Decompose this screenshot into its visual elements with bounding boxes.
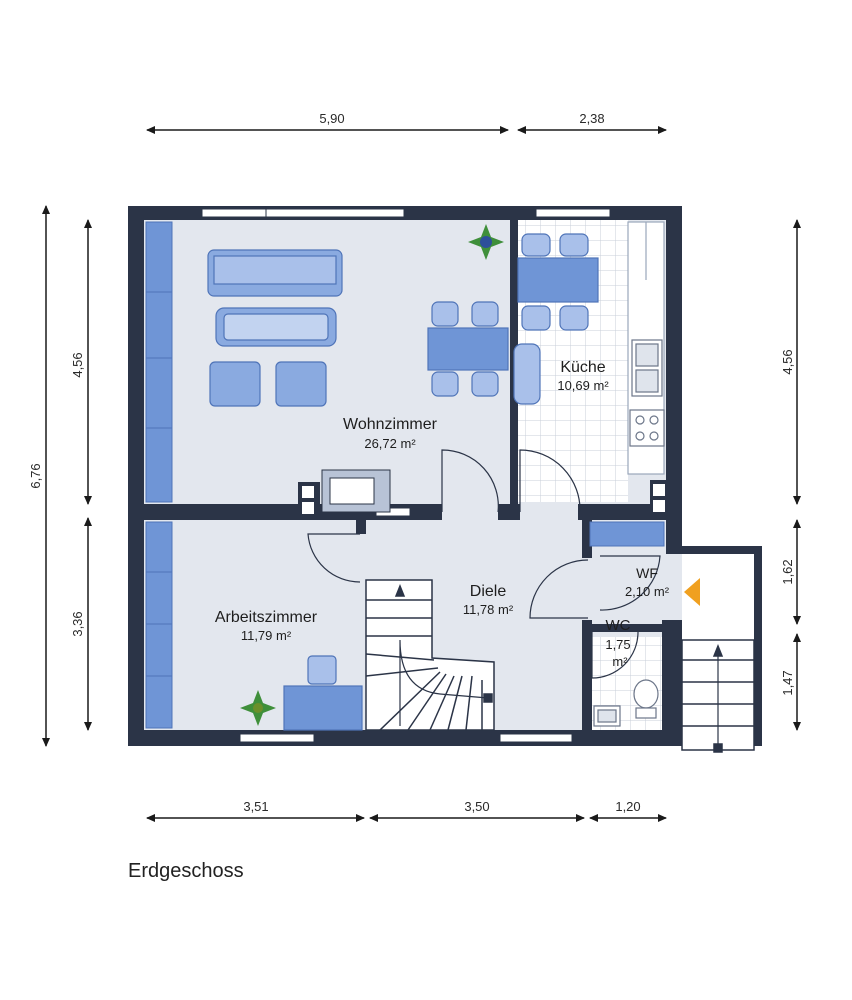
- room-area-wc-value: 1,75: [605, 637, 630, 652]
- doors: [307, 449, 661, 679]
- radiator-study: [145, 521, 173, 729]
- entry-arrow-icon: [684, 578, 700, 606]
- radiator-hall: [589, 521, 665, 547]
- wall-wf-west-a: [582, 520, 592, 558]
- sink-icon: [593, 705, 621, 727]
- door-kitchen: [519, 449, 581, 513]
- fireplace-icon: [298, 469, 391, 518]
- dim-bottom-1: 3,51: [243, 799, 268, 814]
- plant-icon: [240, 690, 276, 726]
- room-name-arbeitszimmer: Arbeitszimmer: [215, 609, 318, 626]
- room-area-wf: 2,10 m²: [625, 584, 670, 599]
- window-hall: [499, 733, 573, 743]
- chair: [559, 305, 589, 331]
- wall-annex-east: [754, 546, 762, 746]
- chair: [513, 343, 541, 405]
- chair: [521, 305, 551, 331]
- radiators: [145, 221, 665, 729]
- chimney-icon: [650, 480, 668, 516]
- room-area-wc-unit: m²: [612, 654, 628, 669]
- chair: [559, 233, 589, 257]
- door-wf-hall: [529, 559, 589, 619]
- plan-title: Erdgeschoss: [128, 860, 244, 882]
- entrance-stairs: [681, 639, 755, 753]
- dim-right-1: 4,56: [780, 349, 795, 374]
- chair: [431, 301, 459, 327]
- stove-icon: [629, 409, 665, 447]
- dim-left-1: 4,56: [70, 352, 85, 377]
- dim-right-2: 1,62: [780, 559, 795, 584]
- room-area-wohnzimmer: 26,72 m²: [364, 436, 416, 451]
- window-kitchen: [535, 208, 611, 218]
- windows: [201, 208, 611, 743]
- dining-table: [427, 327, 509, 371]
- sink-icon: [631, 339, 663, 397]
- wall-west: [128, 206, 144, 746]
- living-furniture: [207, 249, 541, 407]
- staircase: [365, 579, 495, 731]
- window-study: [239, 733, 315, 743]
- office-chair: [307, 655, 337, 685]
- wall-wc-west: [582, 620, 592, 746]
- dim-left-2: 3,36: [70, 611, 85, 636]
- dim-top-1: 5,90: [319, 111, 344, 126]
- study-furniture: [283, 655, 363, 731]
- dim-left-total: 6,76: [28, 463, 43, 488]
- dimension-labels: 5,90 2,38 3,51 3,50 1,20 6,76 4,56 3,36 …: [28, 111, 795, 814]
- plant-icon: [468, 224, 504, 260]
- room-name-wc: WC: [606, 617, 631, 634]
- wall-east-upper: [666, 206, 682, 548]
- armchair-right: [275, 361, 327, 407]
- room-area-arbeitszimmer: 11,79 m²: [241, 628, 292, 643]
- door-living: [441, 449, 499, 513]
- armchair-left: [209, 361, 261, 407]
- radiator-living: [145, 221, 173, 503]
- desk: [283, 685, 363, 731]
- dim-bottom-2: 3,50: [464, 799, 489, 814]
- room-area-kueche: 10,69 m²: [557, 378, 609, 393]
- toilet-icon: [633, 679, 659, 719]
- room-labels: Wohnzimmer 26,72 m² Küche 10,69 m² Arbei…: [215, 359, 670, 669]
- wall-study-east-stub: [356, 520, 366, 534]
- chair: [471, 301, 499, 327]
- room-name-diele: Diele: [470, 583, 507, 600]
- door-wf: [599, 555, 661, 611]
- chair: [521, 233, 551, 257]
- door-study: [307, 533, 361, 583]
- dim-right-3: 1,47: [780, 670, 795, 695]
- dimension-lines: [42, 126, 801, 822]
- door-wc: [591, 631, 639, 679]
- kitchen-table: [517, 257, 599, 303]
- wall-annex-north: [666, 546, 762, 554]
- chair: [471, 371, 499, 397]
- dim-bottom-3: 1,20: [615, 799, 640, 814]
- chair: [431, 371, 459, 397]
- window-living-1: [201, 208, 267, 218]
- window-living-2: [265, 208, 405, 218]
- wall-wc-east: [662, 620, 682, 746]
- wall-wc-south: [588, 730, 682, 746]
- dim-top-2: 2,38: [579, 111, 604, 126]
- room-name-wf: WF: [636, 565, 658, 581]
- room-name-kueche: Küche: [560, 359, 605, 376]
- room-name-wohnzimmer: Wohnzimmer: [343, 416, 438, 433]
- wall-wc-north: [590, 624, 668, 632]
- room-area-diele: 11,78 m²: [463, 602, 514, 617]
